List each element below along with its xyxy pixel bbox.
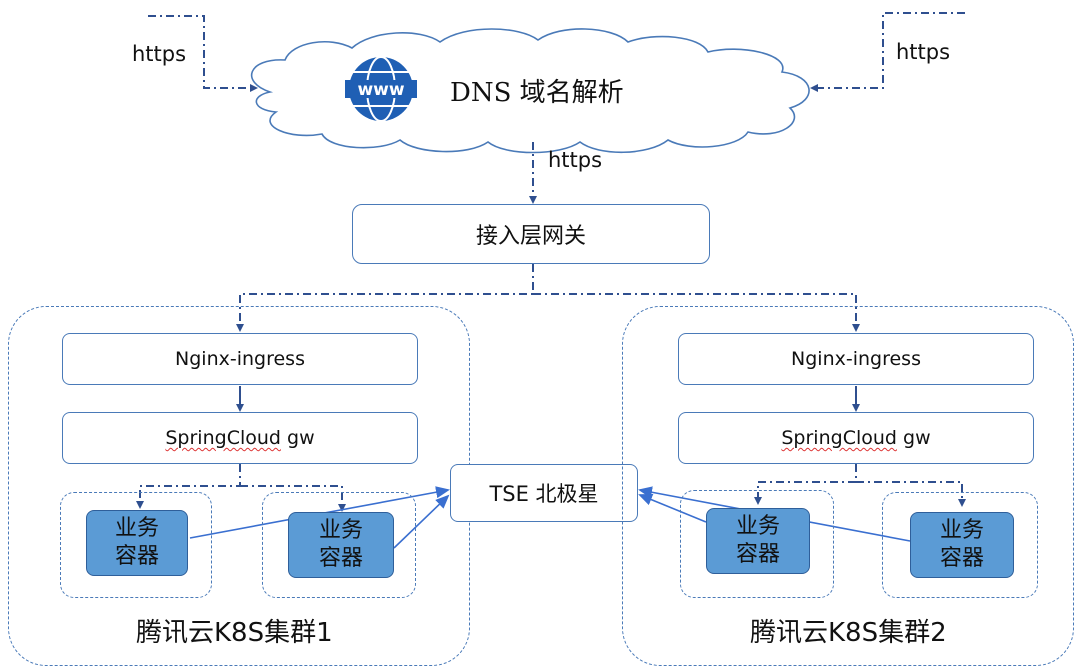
c1-springcloud-gw-label: SpringCloud gw	[165, 427, 314, 449]
left-https-label: https	[132, 42, 187, 66]
c2-service-2-label: 业务容器	[939, 518, 984, 571]
right-https-connector	[810, 12, 965, 92]
cluster-2-name: 腾讯云K8S集群2	[750, 618, 947, 648]
cluster-2	[622, 306, 1074, 666]
c1-springcloud-gw-box: SpringCloud gw	[62, 412, 418, 464]
globe-icon: www	[345, 56, 417, 122]
gateway-to-cluster2-connector	[533, 293, 860, 332]
c2-service-container-2: 业务容器	[910, 512, 1014, 578]
c1-service-container-1: 业务容器	[86, 510, 188, 576]
c2-nginx-ingress-label: Nginx-ingress	[791, 348, 921, 370]
tse-polaris-box: TSE 北极星	[450, 464, 638, 522]
c1-nginx-ingress-box: Nginx-ingress	[62, 333, 418, 385]
c2-svc1-to-tse-line	[638, 493, 707, 523]
c1-service-container-2: 业务容器	[288, 512, 394, 578]
c2-nginx-ingress-box: Nginx-ingress	[678, 333, 1034, 385]
access-gateway-label: 接入层网关	[475, 224, 586, 249]
c1-gw-prefix: SpringCloud	[165, 427, 281, 449]
c2-service-container-1: 业务容器	[706, 508, 810, 574]
c2-pod-2	[882, 492, 1038, 598]
c1-pod-2	[262, 492, 416, 598]
right-https-label: https	[896, 40, 951, 64]
c1-gw-to-pod2-connector	[240, 485, 346, 512]
c1-service-1-label: 业务容器	[114, 516, 159, 569]
dns-label: DNS 域名解析	[450, 78, 624, 108]
c1-gw-suffix: gw	[280, 427, 315, 449]
globe-text: www	[357, 80, 404, 100]
c2-springcloud-gw-label: SpringCloud gw	[781, 427, 930, 449]
tse-polaris-label: TSE 北极星	[489, 482, 599, 506]
c2-gw-to-pod2-connector	[856, 481, 966, 507]
access-gateway-box: 接入层网关	[352, 204, 710, 264]
c1-nginx-ingress-label: Nginx-ingress	[175, 348, 305, 370]
down-https-label: https	[548, 148, 603, 172]
c2-gw-suffix: gw	[896, 427, 931, 449]
left-https-connector	[148, 15, 258, 92]
c2-springcloud-gw-box: SpringCloud gw	[678, 412, 1034, 464]
c2-gw-to-pods-connector	[754, 464, 857, 505]
c2-service-1-label: 业务容器	[735, 514, 780, 567]
c1-svc2-to-tse-line	[393, 494, 450, 549]
c1-service-2-label: 业务容器	[318, 518, 363, 571]
c2-pod-1	[680, 490, 834, 598]
c1-pod-1	[60, 492, 212, 598]
cluster-1-name: 腾讯云K8S集群1	[136, 618, 333, 648]
c1-gw-to-pods-connector	[136, 464, 241, 509]
c2-gw-prefix: SpringCloud	[781, 427, 897, 449]
